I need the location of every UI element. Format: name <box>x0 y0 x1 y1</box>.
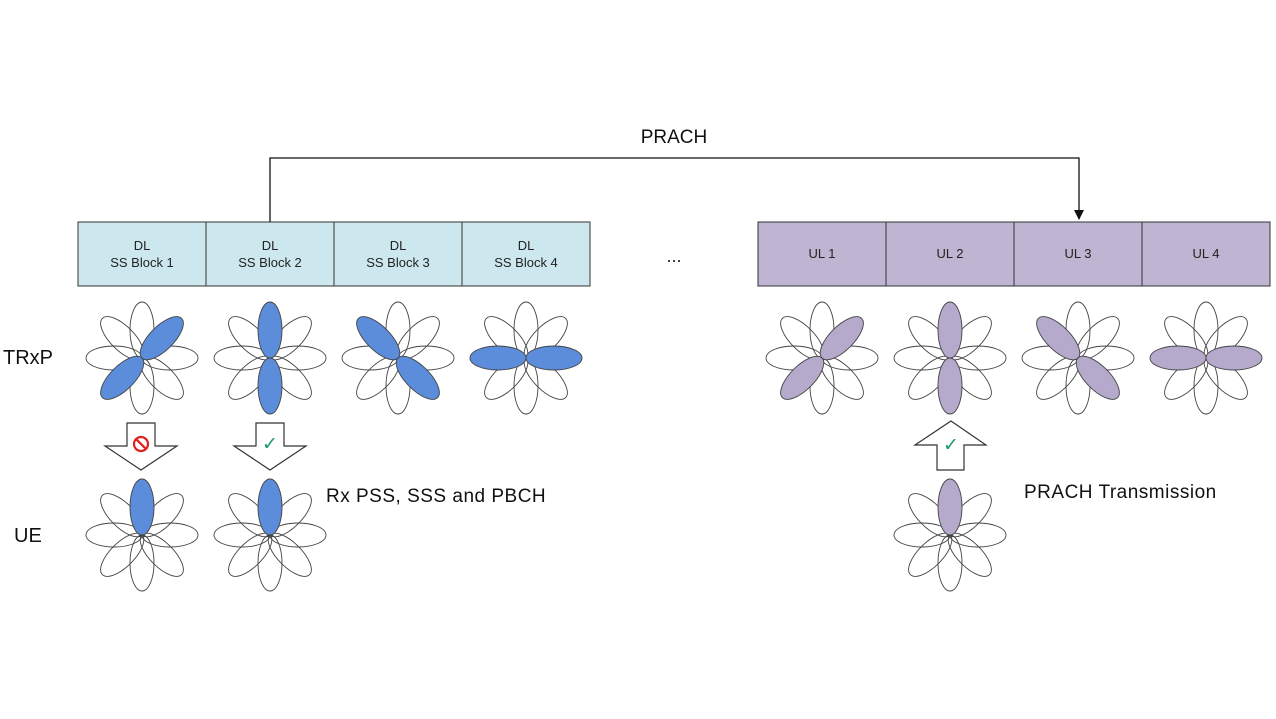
beam-lobe-active <box>1149 345 1207 371</box>
dl-block-2: DL SS Block 2 <box>205 221 335 287</box>
no-entry-icon <box>132 435 150 453</box>
ul-block-row: UL 1 UL 2 UL 3 UL 4 <box>757 221 1271 287</box>
beam-lobe-active <box>937 301 963 359</box>
ul-block-1-label: UL 1 <box>809 246 836 261</box>
beam-lobe-active <box>780 355 825 400</box>
beam-pattern-icon <box>1021 301 1135 415</box>
beam-lobe-active <box>525 345 583 371</box>
beam-pattern-icon <box>1149 301 1263 415</box>
trxp-label: TRxP <box>3 347 53 369</box>
beam-lobe-active <box>257 357 283 415</box>
beam-pattern-icon <box>765 301 879 415</box>
tx-caption: PRACH Transmission <box>1024 482 1217 503</box>
beam-lobe-active <box>257 478 283 536</box>
ul-block-4: UL 4 <box>1141 221 1271 287</box>
dl-block-2-line1: DL <box>262 238 279 253</box>
dl-block-1-line2: SS Block 1 <box>110 255 174 270</box>
beam-lobe-active <box>937 357 963 415</box>
dl-block-4-line1: DL <box>518 238 535 253</box>
beam-lobe-active <box>1205 345 1263 371</box>
dl-block-3-line1: DL <box>390 238 407 253</box>
beam-pattern-icon <box>85 478 199 592</box>
dl-block-3: DL SS Block 3 <box>333 221 463 287</box>
beam-pattern-icon <box>213 478 327 592</box>
dl-block-row: DL SS Block 1 DL SS Block 2 DL SS Block … <box>77 221 591 287</box>
checkmark-icon: ✓ <box>943 435 959 456</box>
beam-lobe-active <box>1036 316 1081 361</box>
ul-block-1: UL 1 <box>757 221 887 287</box>
beam-pattern-icon <box>893 478 1007 592</box>
beam-lobe-active <box>129 478 155 536</box>
beam-pattern-icon <box>213 301 327 415</box>
ue-label: UE <box>14 525 42 547</box>
rx-caption: Rx PSS, SSS and PBCH <box>326 486 546 507</box>
dl-block-3-line2: SS Block 3 <box>366 255 430 270</box>
beam-pattern-icon <box>341 301 455 415</box>
beam-lobe-active <box>937 478 963 536</box>
dl-block-4: DL SS Block 4 <box>461 221 591 287</box>
ul-block-4-label: UL 4 <box>1193 246 1220 261</box>
ul-block-3-label: UL 3 <box>1065 246 1092 261</box>
ul-block-2: UL 2 <box>885 221 1015 287</box>
dl-block-2-line2: SS Block 2 <box>238 255 302 270</box>
beam-lobe-active <box>356 316 401 361</box>
up-arrow-icon: ✓ <box>913 420 988 471</box>
down-arrow-icon <box>103 422 179 471</box>
beam-pattern-icon <box>85 301 199 415</box>
beam-lobe-active <box>469 345 527 371</box>
ellipsis: ... <box>666 246 681 266</box>
dl-block-4-line2: SS Block 4 <box>494 255 558 270</box>
beam-pattern-icon <box>469 301 583 415</box>
down-arrow-icon: ✓ <box>232 422 308 471</box>
checkmark-icon: ✓ <box>262 434 278 455</box>
dl-block-1-line1: DL <box>134 238 151 253</box>
prach-label: PRACH <box>641 127 708 148</box>
beam-lobe-active <box>100 355 145 400</box>
dl-block-1: DL SS Block 1 <box>77 221 207 287</box>
ul-block-3: UL 3 <box>1013 221 1143 287</box>
beam-pattern-icon <box>893 301 1007 415</box>
prach-arrow <box>269 157 1084 222</box>
beam-lobe-active <box>257 301 283 359</box>
ul-block-2-label: UL 2 <box>937 246 964 261</box>
